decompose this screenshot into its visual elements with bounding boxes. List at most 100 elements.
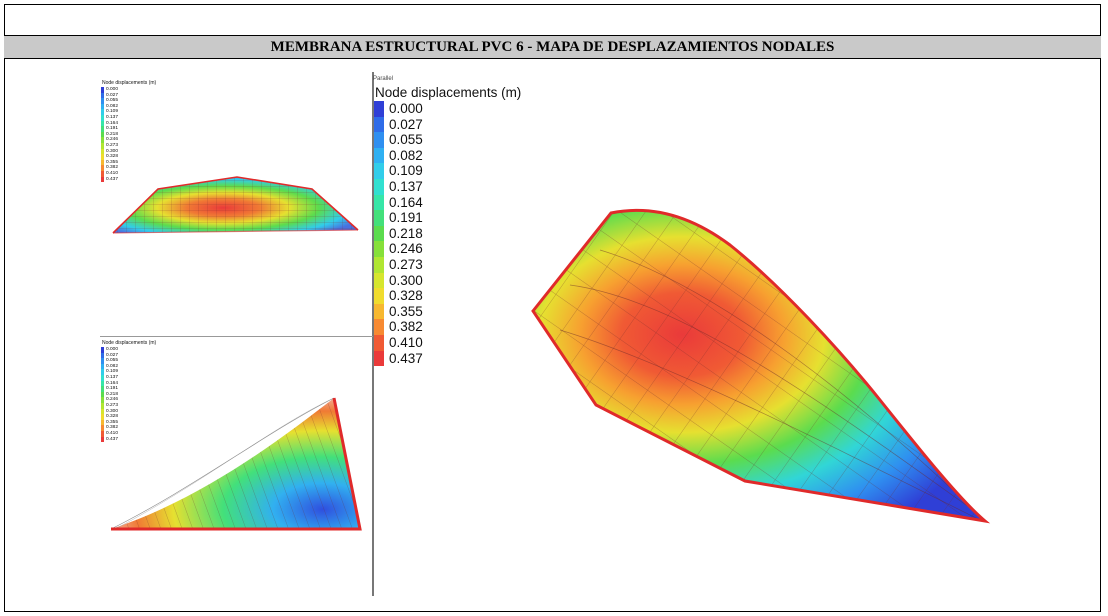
side-legend-value: 0.000 — [106, 347, 119, 352]
front-legend-swatch — [101, 165, 104, 171]
front-legend-value: 0.109 — [106, 109, 119, 115]
front-legend-swatch — [101, 120, 104, 127]
front-legend-value: 0.164 — [106, 120, 119, 126]
main-legend-value: 0.082 — [389, 147, 423, 163]
front-legend-swatch — [101, 170, 104, 177]
main-legend-title: Node displacements (m) — [375, 85, 522, 100]
front-legend-value: 0.328 — [106, 154, 119, 160]
side-legend-swatch — [101, 374, 104, 381]
side-legend-value: 0.300 — [106, 408, 119, 414]
side-legend-value: 0.191 — [106, 386, 119, 392]
front-legend-swatch — [101, 98, 104, 104]
front-legend-value: 0.273 — [106, 142, 119, 148]
front-legend-swatch — [101, 126, 104, 132]
side-legend-swatch — [101, 347, 104, 353]
front-legend-value: 0.300 — [106, 148, 119, 154]
front-legend-title: Node displacements (m) — [102, 80, 157, 86]
front-legend-value: 0.355 — [106, 159, 119, 165]
main-legend-swatch — [374, 116, 384, 133]
front-legend-value: 0.000 — [106, 87, 119, 92]
front-legend-value: 0.382 — [106, 165, 119, 171]
side-legend-swatch — [101, 408, 104, 415]
side-legend-value: 0.410 — [106, 430, 119, 436]
side-legend-swatch — [101, 352, 104, 359]
main-legend-value: 0.355 — [389, 303, 423, 319]
figure-title: MEMBRANA ESTRUCTURAL PVC 6 - MAPA DE DES… — [270, 39, 835, 55]
front-legend-swatch — [101, 159, 104, 166]
view-mode-label: Parallel — [373, 76, 394, 82]
main-legend-value: 0.164 — [389, 194, 423, 210]
side-legend-swatch — [101, 419, 104, 426]
side-legend-value: 0.027 — [106, 352, 119, 358]
main-legend-swatch — [374, 101, 384, 117]
side-legend-swatch — [101, 391, 104, 398]
main-legend-swatch — [374, 334, 384, 351]
main-legend-swatch — [374, 350, 384, 367]
side-legend-swatch — [101, 397, 104, 403]
main-legend-swatch — [374, 132, 384, 148]
main-legend-value: 0.055 — [389, 132, 423, 148]
side-legend-swatch — [101, 369, 104, 375]
front-legend-value: 0.437 — [106, 176, 119, 182]
main-legend-value: 0.273 — [389, 256, 423, 272]
main-legend-value: 0.137 — [389, 178, 423, 194]
front-legend-value: 0.027 — [106, 92, 119, 98]
front-legend-swatch — [101, 148, 104, 155]
side-legend-swatch — [101, 363, 104, 370]
front-legend-value: 0.191 — [106, 126, 119, 132]
front-legend-swatch — [101, 142, 104, 149]
side-legend-value: 0.109 — [106, 369, 119, 375]
side-legend-swatch — [101, 425, 104, 431]
main-legend-swatch — [374, 256, 384, 273]
side-legend-value: 0.055 — [106, 358, 119, 364]
main-legend-swatch — [374, 288, 384, 304]
side-legend-value: 0.355 — [106, 419, 119, 425]
front-legend-swatch — [101, 131, 104, 138]
front-legend-value: 0.410 — [106, 170, 119, 176]
title-bar: MEMBRANA ESTRUCTURAL PVC 6 - MAPA DE DES… — [4, 35, 1101, 59]
main-legend-value: 0.109 — [389, 163, 423, 179]
main-legend-value: 0.027 — [389, 116, 423, 132]
side-legend-swatch — [101, 436, 104, 443]
side-legend-value: 0.437 — [106, 436, 119, 442]
main-legend-value: 0.000 — [389, 101, 423, 116]
main-legend-swatch — [374, 272, 384, 289]
main-legend-swatch — [374, 194, 384, 211]
side-legend-value: 0.082 — [106, 363, 119, 369]
side-legend-swatch — [101, 430, 104, 437]
panel-divider-horizontal — [100, 336, 373, 337]
main-legend-swatch — [374, 225, 384, 242]
main-legend-swatch — [374, 319, 384, 335]
main-legend-value: 0.191 — [389, 210, 423, 226]
main-legend-swatch — [374, 210, 384, 226]
side-legend-swatch — [101, 414, 104, 420]
front-legend-value: 0.246 — [106, 137, 119, 143]
front-legend-value: 0.218 — [106, 131, 119, 137]
side-legend-value: 0.137 — [106, 374, 119, 380]
main-legend-value: 0.382 — [389, 319, 423, 335]
side-legend-value: 0.164 — [106, 380, 119, 386]
front-legend-swatch — [101, 114, 104, 121]
panel-divider-vertical — [372, 72, 374, 596]
side-legend-value: 0.218 — [106, 391, 119, 397]
main-legend-value: 0.246 — [389, 241, 423, 257]
main-legend-value: 0.300 — [389, 272, 423, 288]
front-legend-swatch — [101, 103, 104, 110]
front-legend-value: 0.137 — [106, 114, 119, 120]
side-legend-swatch — [101, 358, 104, 364]
front-legend-swatch — [101, 176, 104, 183]
main-legend-swatch — [374, 178, 384, 195]
side-legend-value: 0.382 — [106, 425, 119, 431]
side-legend-value: 0.246 — [106, 397, 119, 403]
side-legend-title: Node displacements (m) — [102, 340, 157, 346]
main-legend-value: 0.437 — [389, 350, 423, 366]
front-legend-swatch — [101, 92, 104, 99]
side-legend-swatch — [101, 402, 104, 409]
main-legend-value: 0.410 — [389, 334, 423, 350]
main-legend-swatch — [374, 147, 384, 164]
side-legend-value: 0.328 — [106, 414, 119, 420]
front-legend-swatch — [101, 137, 104, 143]
figure-frame — [4, 4, 1101, 612]
side-legend-value: 0.273 — [106, 402, 119, 408]
front-legend-value: 0.082 — [106, 103, 119, 109]
